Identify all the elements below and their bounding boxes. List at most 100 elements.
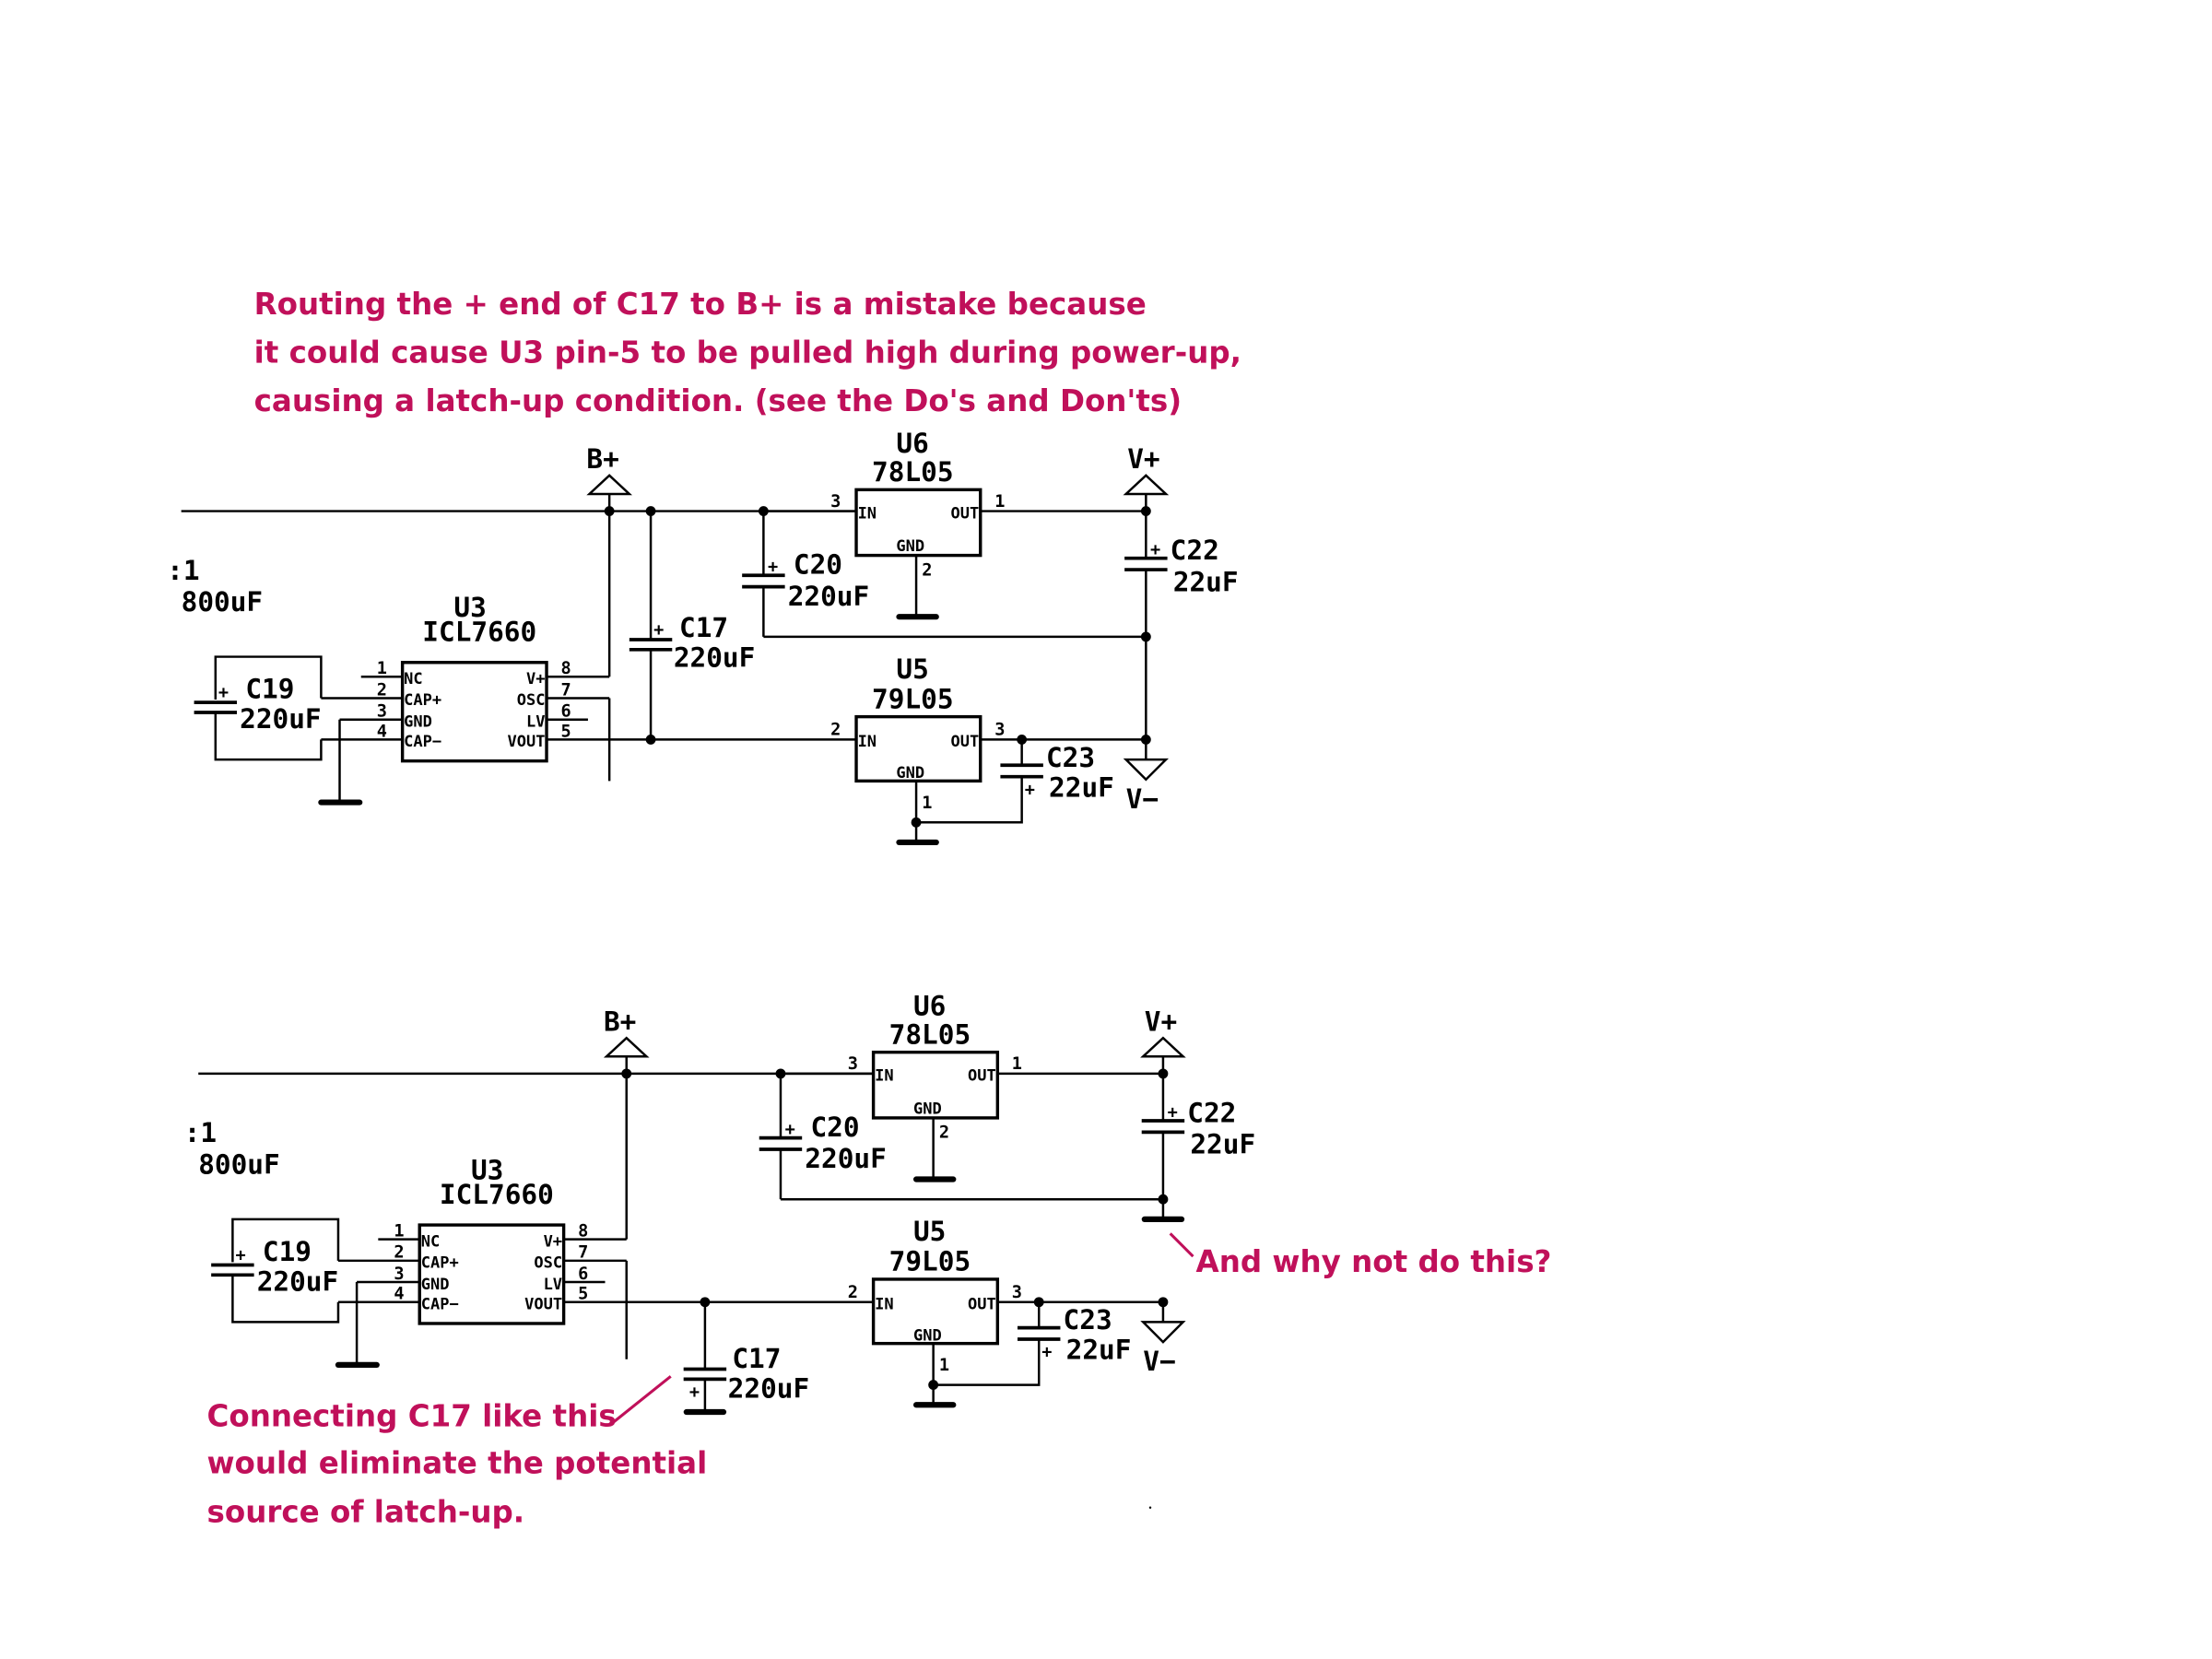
- u3-pin-name: NC: [404, 670, 422, 688]
- u6-pin-number: 2: [922, 560, 932, 580]
- vplus-symbol-icon: [1140, 1036, 1186, 1058]
- c17-value: 220uF: [728, 1373, 810, 1405]
- u5-pin-number: 3: [1012, 1283, 1022, 1302]
- u3-pin-name: CAP+: [421, 1254, 459, 1273]
- pointer-line: [1169, 1232, 1194, 1258]
- u6-body: [871, 1050, 1000, 1120]
- u5-gnd-label: GND: [913, 1327, 942, 1346]
- u6-in-label: IN: [875, 1067, 893, 1086]
- c19-wire: [231, 1218, 340, 1263]
- u3-pin-number: 7: [578, 1243, 588, 1263]
- c19-ref: C19: [263, 1236, 312, 1267]
- c22-ref: C22: [1187, 1098, 1236, 1129]
- u3-pin-name: LV: [526, 712, 545, 731]
- u5-part: 79L05: [872, 683, 954, 714]
- bottom-note-line-1: Connecting C17 like this: [207, 1398, 617, 1433]
- u6-out-label: OUT: [950, 504, 979, 523]
- vplus-symbol-icon: [1123, 474, 1170, 496]
- top-note-line-1: Routing the + end of C17 to B+ is a mist…: [254, 287, 1147, 322]
- stray-dot: [1148, 1506, 1152, 1510]
- bottom-note-line-2: would eliminate the potential: [207, 1446, 708, 1481]
- c22-value: 22uF: [1173, 566, 1239, 597]
- vplus-label: V+: [1145, 1006, 1177, 1037]
- u5-body: [871, 1277, 1000, 1346]
- junction: [645, 734, 656, 745]
- u3-pin-number: 4: [377, 722, 387, 741]
- c19-wire: [231, 1276, 340, 1324]
- u3-pin-name: GND: [421, 1276, 450, 1294]
- u5-in-label: IN: [858, 733, 877, 751]
- c23-ref: C23: [1046, 742, 1095, 773]
- u3-ref: U3: [471, 1155, 503, 1186]
- c19-value: 220uF: [257, 1265, 339, 1297]
- bplus-symbol-icon: [603, 1036, 650, 1058]
- junction: [621, 1068, 632, 1079]
- c22-value: 22uF: [1190, 1129, 1255, 1160]
- junction: [604, 506, 615, 516]
- u3-pin-name: VOUT: [508, 733, 546, 751]
- u6-gnd-label: GND: [896, 537, 924, 556]
- side-annotation: And why not do this?: [1169, 1232, 1552, 1279]
- u3-pin-name: V+: [526, 670, 545, 688]
- partial-cap-ref: :1: [167, 555, 199, 586]
- bplus-label: B+: [586, 443, 618, 475]
- u5-out-label: OUT: [950, 733, 979, 751]
- u3-pin-number: 2: [377, 680, 387, 700]
- u3-pin-number: 8: [578, 1221, 588, 1241]
- polarity-plus: +: [218, 683, 229, 702]
- u3-pin-number: 3: [394, 1265, 404, 1284]
- c23-ref: C23: [1064, 1304, 1112, 1335]
- junction: [1033, 1297, 1044, 1308]
- side-note: And why not do this?: [1196, 1244, 1552, 1279]
- top-annotation: Routing the + end of C17 to B+ is a mist…: [254, 287, 1241, 418]
- polarity-plus: +: [235, 1246, 245, 1265]
- junction: [1140, 631, 1151, 642]
- u3-pin-number: 5: [578, 1285, 588, 1304]
- u3-pin-name: OSC: [534, 1254, 562, 1273]
- u5-pin-number: 3: [994, 721, 1005, 740]
- u3-pin-name: CAP−: [421, 1295, 459, 1313]
- vminus-label: V−: [1126, 783, 1159, 815]
- u5-ref: U5: [896, 653, 928, 685]
- u5-out-label: OUT: [968, 1295, 996, 1313]
- u3-pin-name: OSC: [517, 691, 546, 710]
- partial-cap-ref: :1: [184, 1117, 217, 1148]
- u3-pin-number: 2: [394, 1243, 404, 1263]
- c19-value: 220uF: [240, 703, 322, 735]
- partial-cap-value: 800uF: [182, 586, 264, 618]
- u6-part: 78L05: [872, 456, 954, 488]
- u3-part: ICL7660: [422, 617, 536, 648]
- c23-wire: [933, 1339, 1041, 1386]
- polarity-plus: +: [785, 1120, 795, 1139]
- c19-ref: C19: [245, 673, 294, 704]
- vminus-symbol-icon: [1123, 758, 1170, 782]
- c20-ref: C20: [810, 1112, 859, 1143]
- top-note-line-3: causing a latch-up condition. (see the D…: [254, 383, 1182, 418]
- u3-pin-number: 6: [561, 702, 571, 722]
- junction: [1140, 506, 1151, 516]
- polarity-plus: +: [689, 1383, 700, 1403]
- u5-in-label: IN: [875, 1295, 893, 1313]
- polarity-plus: +: [1168, 1103, 1178, 1123]
- top-note-line-2: it could cause U3 pin-5 to be pulled hig…: [254, 335, 1241, 370]
- u5-pin-number: 2: [830, 721, 841, 740]
- c23-wire: [916, 776, 1023, 824]
- c17-ref: C17: [732, 1343, 781, 1374]
- c23-value: 22uF: [1049, 771, 1114, 803]
- u3-ref: U3: [453, 592, 486, 623]
- u3-body: [418, 1223, 566, 1325]
- c20-ref: C20: [794, 549, 842, 581]
- junction: [1158, 1068, 1169, 1079]
- c17-ref: C17: [679, 612, 728, 643]
- u5-gnd-label: GND: [896, 764, 924, 782]
- u3-pin-number: 1: [377, 659, 387, 678]
- c17-value: 220uF: [674, 641, 756, 673]
- polarity-plus: +: [768, 558, 778, 577]
- u3-pin-name: LV: [544, 1276, 562, 1294]
- vminus-label: V−: [1143, 1346, 1175, 1377]
- c22-ref: C22: [1171, 535, 1219, 566]
- u3-part: ICL7660: [440, 1179, 554, 1210]
- u3-pin-number: 5: [561, 722, 571, 741]
- u3-pin-name: CAP−: [404, 733, 441, 751]
- vminus-symbol-icon: [1140, 1321, 1186, 1344]
